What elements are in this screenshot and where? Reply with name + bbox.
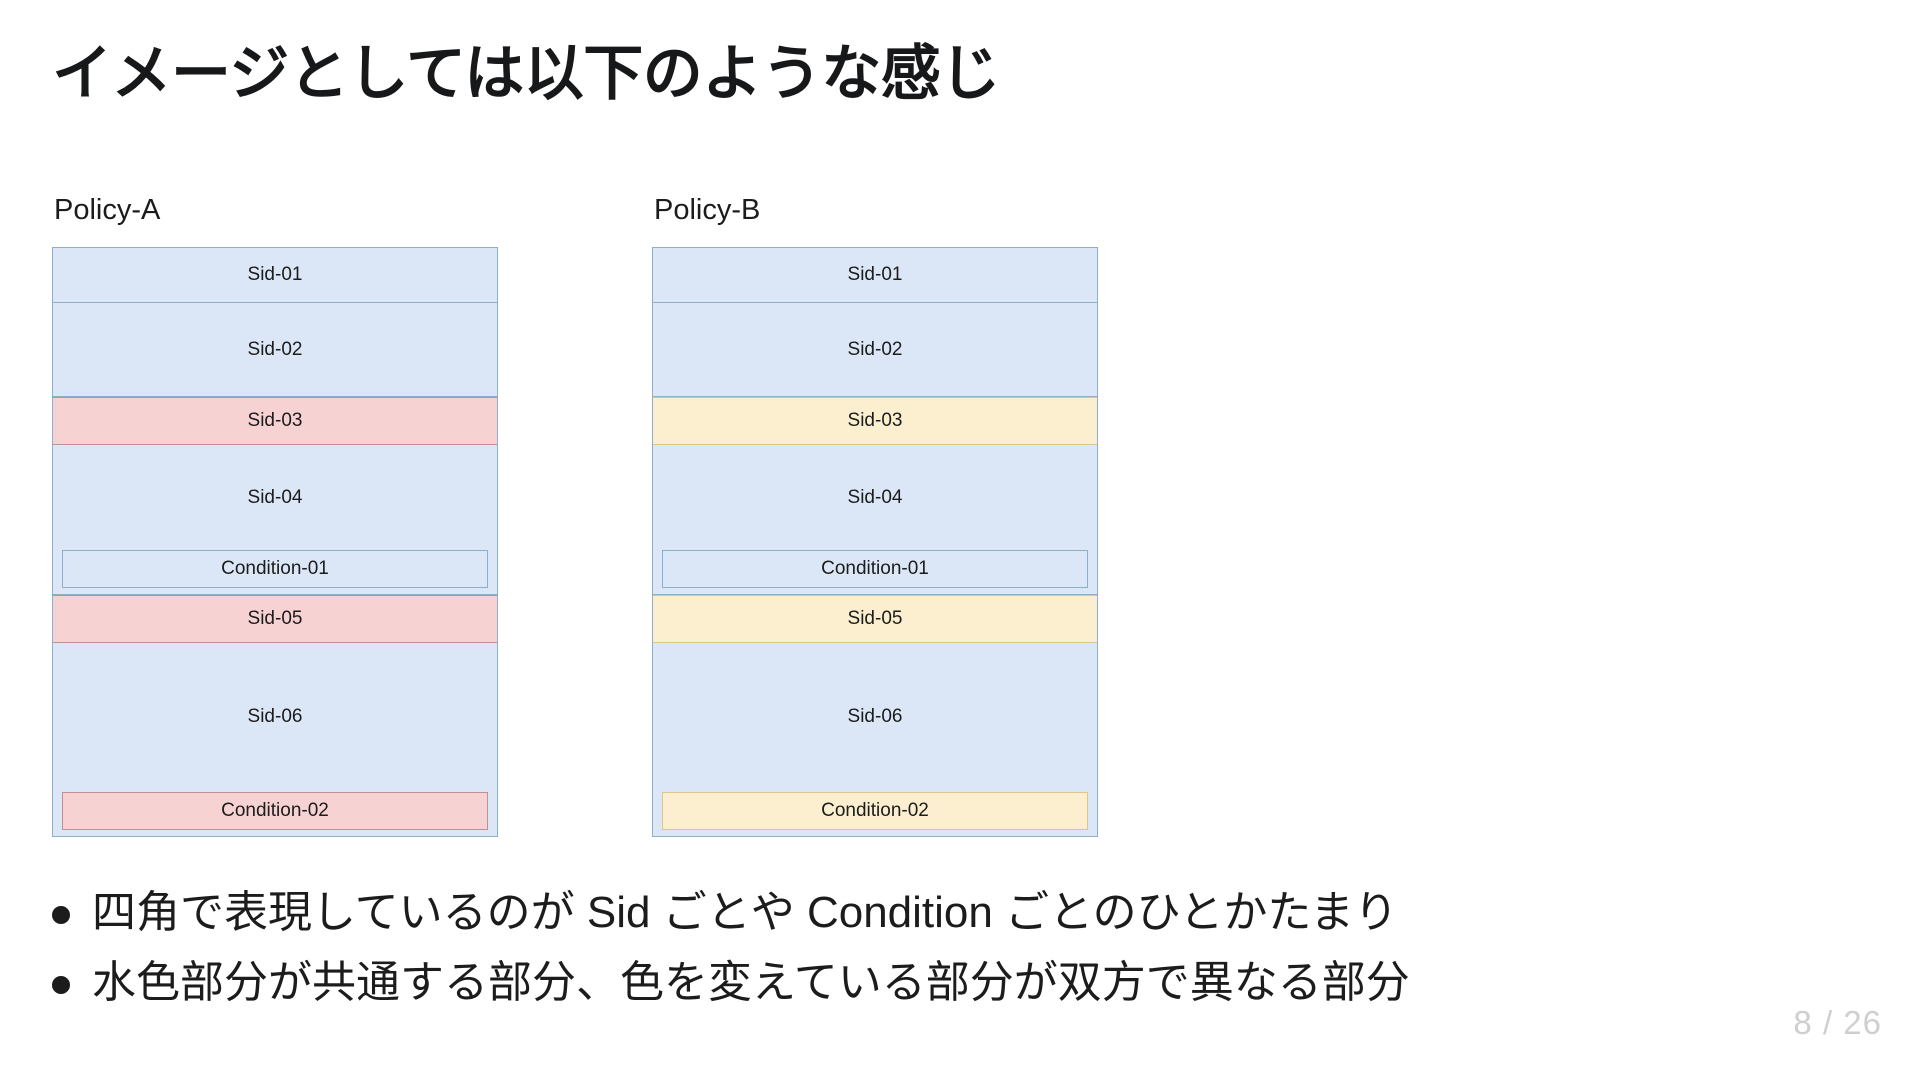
policy-a-box: Sid-01 Sid-02 Sid-03 Sid-04 Condition-01… [52,247,498,837]
segment-sid-06: Sid-06 Condition-02 [653,642,1097,837]
segment-label: Sid-03 [247,410,303,432]
segment-sid-04: Sid-04 Condition-01 [53,445,497,595]
segment-sid-05: Sid-05 [53,594,497,643]
condition-box-02: Condition-02 [62,792,488,831]
policy-column-a: Policy-A Sid-01 Sid-02 Sid-03 Sid-04 Con… [52,196,498,837]
segment-label: Sid-06 [847,706,903,728]
policy-a-label: Policy-A [54,194,161,226]
segment-label: Sid-02 [247,338,303,360]
segment-sid-01: Sid-01 [53,248,497,303]
bullet-text: 水色部分が共通する部分、色を変えている部分が双方で異なる部分 [92,958,1410,1008]
segment-sid-03: Sid-03 [53,397,497,446]
bullet-dot-icon [52,906,70,924]
page-title: イメージとしては以下のような感じ [52,40,1000,107]
policy-column-b: Policy-B Sid-01 Sid-02 Sid-03 Sid-04 Con… [652,196,1098,837]
segment-label: Sid-06 [247,706,303,728]
list-item: 四角で表現しているのが Sid ごとや Condition ごとのひとかたまり [52,885,1752,941]
segment-label: Sid-04 [847,486,903,508]
policy-b-label: Policy-B [654,194,761,226]
policy-comparison-diagram: Policy-A Sid-01 Sid-02 Sid-03 Sid-04 Con… [0,196,1920,856]
policy-b-box: Sid-01 Sid-02 Sid-03 Sid-04 Condition-01… [652,247,1098,837]
segment-sid-06: Sid-06 Condition-02 [53,642,497,837]
segment-label: Sid-02 [847,338,903,360]
condition-box-01: Condition-01 [62,549,488,588]
segment-sid-05: Sid-05 [653,594,1097,643]
condition-box-01: Condition-01 [662,549,1088,588]
bullet-dot-icon [52,976,70,995]
segment-sid-02: Sid-02 [53,302,497,398]
segment-label: Sid-05 [247,607,303,629]
segment-label: Sid-04 [247,486,303,508]
list-item: 水色部分が共通する部分、色を変えている部分が双方で異なる部分 [52,955,1752,1011]
page-indicator: 8 / 26 [1793,1004,1882,1041]
segment-sid-03: Sid-03 [653,397,1097,446]
segment-sid-02: Sid-02 [653,302,1097,398]
segment-label: Sid-01 [847,263,903,285]
bullet-list: 四角で表現しているのが Sid ごとや Condition ごとのひとかたまり … [52,885,1752,1026]
bullet-text: 四角で表現しているのが Sid ごとや Condition ごとのひとかたまり [92,888,1398,937]
segment-label: Sid-03 [847,410,903,432]
condition-box-02: Condition-02 [662,792,1088,831]
segment-label: Sid-01 [247,263,303,285]
segment-label: Sid-05 [847,607,903,629]
segment-sid-01: Sid-01 [653,248,1097,303]
segment-sid-04: Sid-04 Condition-01 [653,445,1097,595]
